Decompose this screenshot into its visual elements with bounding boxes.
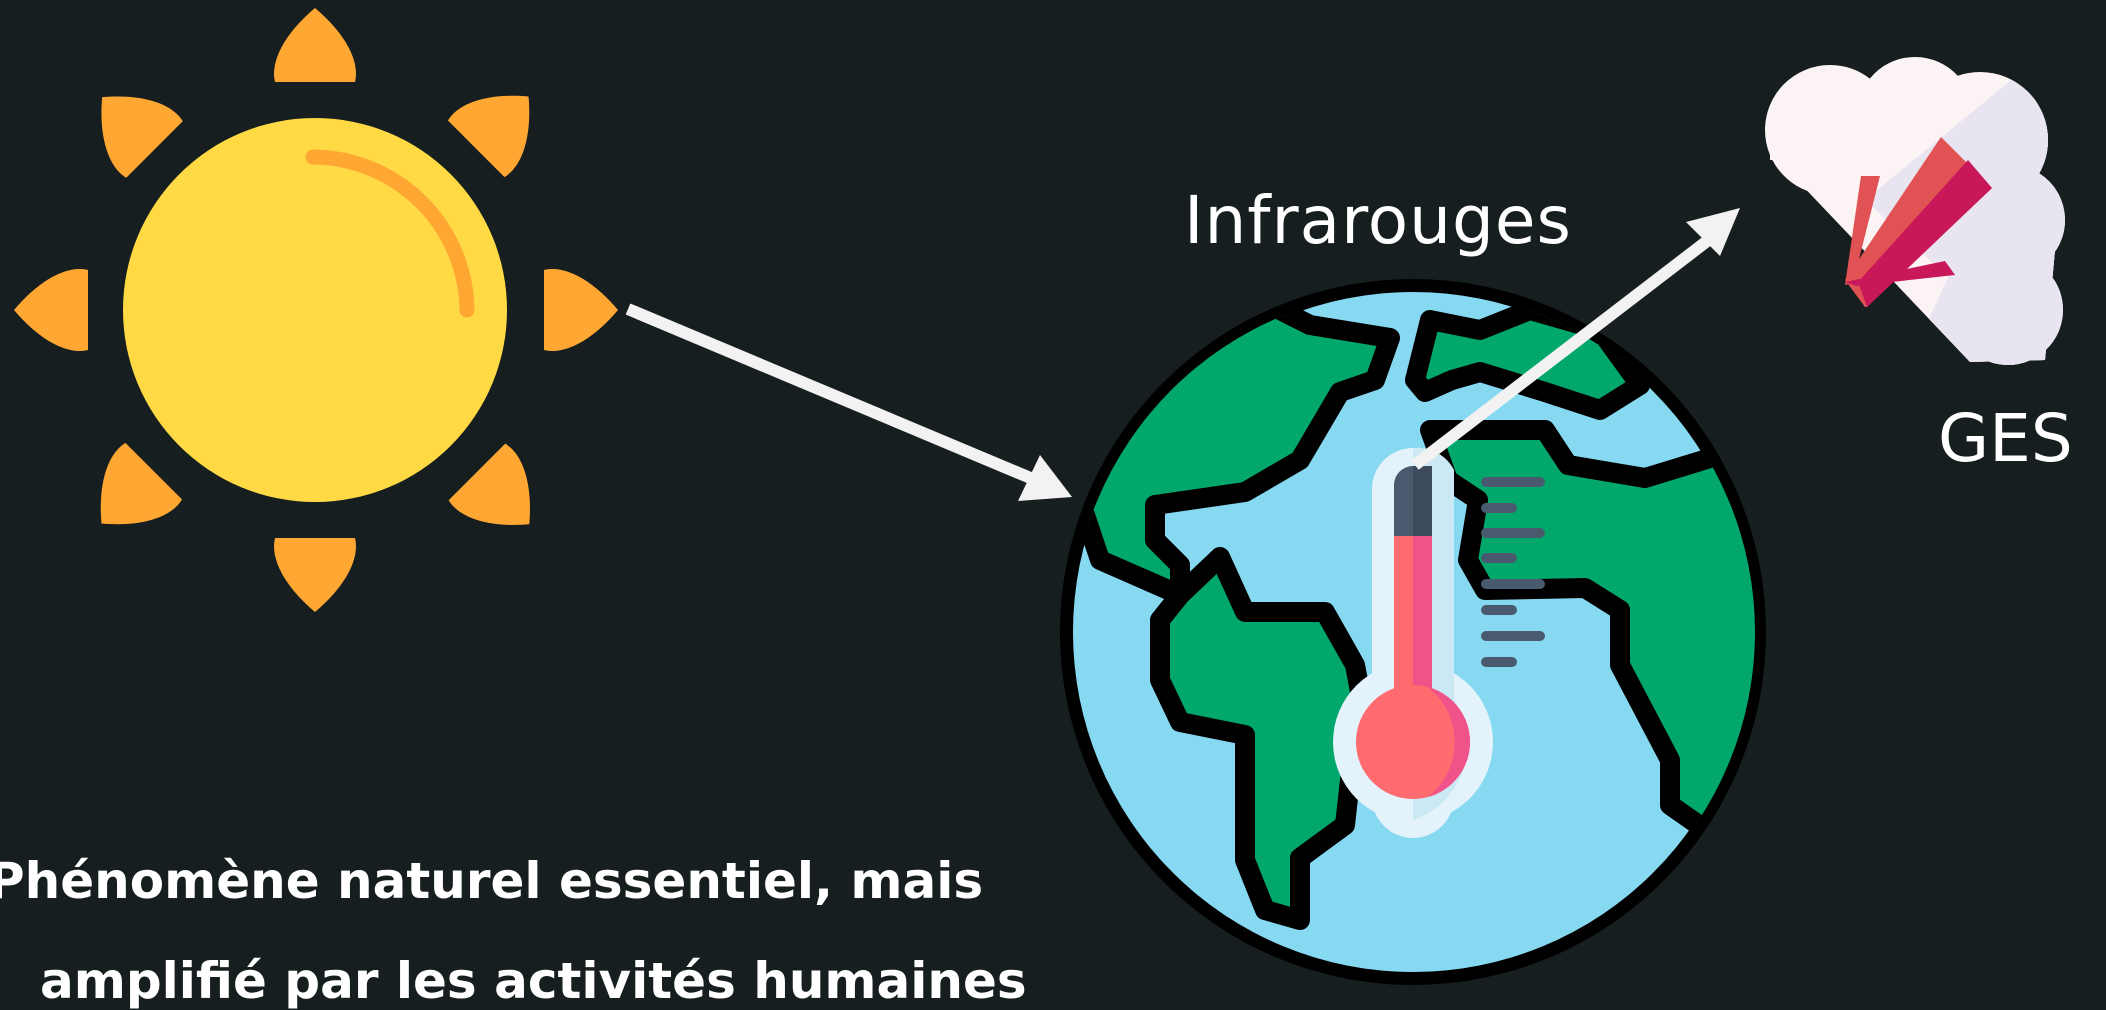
infrared-label: Infrarouges bbox=[1184, 182, 1572, 259]
arrow-right-icon bbox=[625, 303, 1072, 501]
sun-highlight bbox=[305, 149, 475, 318]
arrow-up-right-icon bbox=[1411, 208, 1740, 470]
continent-africa bbox=[1150, 547, 1380, 930]
greenhouse-gas-cloud-icon bbox=[1765, 57, 2065, 365]
thermometer-scale bbox=[1481, 477, 1545, 667]
down-left-arrow-icon bbox=[1845, 137, 1992, 307]
ghg-label: GES bbox=[1938, 400, 2073, 477]
sun-core bbox=[123, 118, 507, 502]
thermometer-icon bbox=[1333, 447, 1545, 838]
caption-line-1: Phénomène naturel essentiel, mais bbox=[0, 852, 984, 910]
sun-rays bbox=[14, 8, 618, 612]
caption-line-2: amplifié par les activités humaines bbox=[40, 952, 1027, 1010]
sun-icon bbox=[14, 8, 618, 612]
